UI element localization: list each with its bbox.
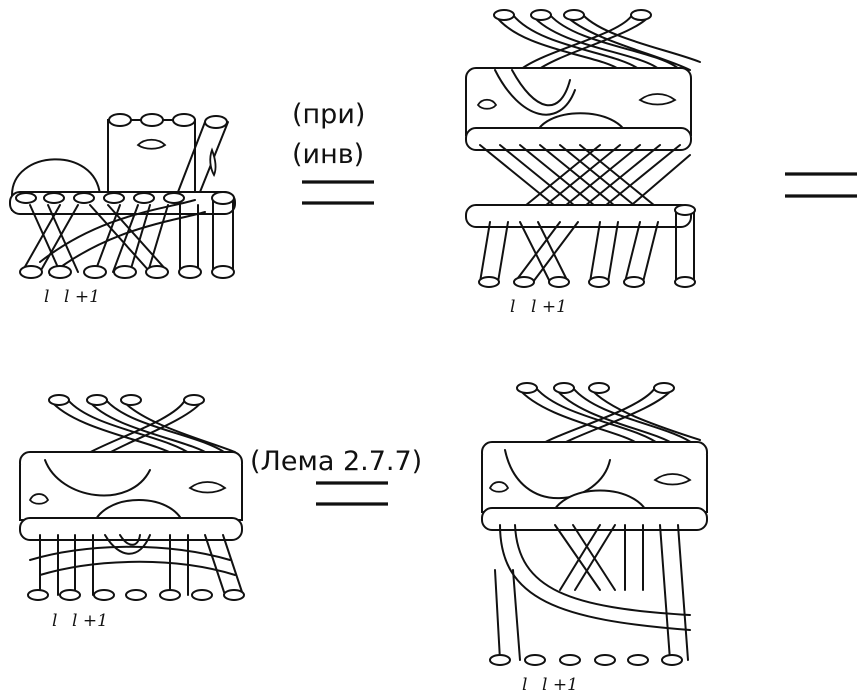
relation-inv-label: (инв) [292, 139, 364, 170]
relation-lemma: (Лема 2.7.7) [250, 446, 422, 504]
relation-lemma-label: (Лема 2.7.7) [250, 446, 422, 477]
relation-pri-label: (при) [292, 99, 365, 130]
relation-pri-inv: (при) (инв) [292, 99, 374, 203]
label-l-plus-1-a: l +1 [64, 287, 100, 307]
label-l-a: l [44, 287, 49, 307]
label-l-c: l [52, 611, 57, 631]
label-l-plus-1-b: l +1 [531, 297, 567, 317]
figure-a-cobordism: l l +1 [10, 114, 235, 307]
label-l-plus-1-c: l +1 [72, 611, 108, 631]
figure-c-cobordism: l l +1 [20, 395, 244, 631]
label-l-plus-1-d: l +1 [542, 675, 578, 695]
figure-d-cobordism: l l +1 [482, 383, 707, 695]
label-l-d: l [522, 675, 527, 695]
equals-sign-continuation [785, 174, 857, 196]
figure-b-cobordism: l l +1 [466, 10, 700, 317]
label-l-b: l [510, 297, 515, 317]
